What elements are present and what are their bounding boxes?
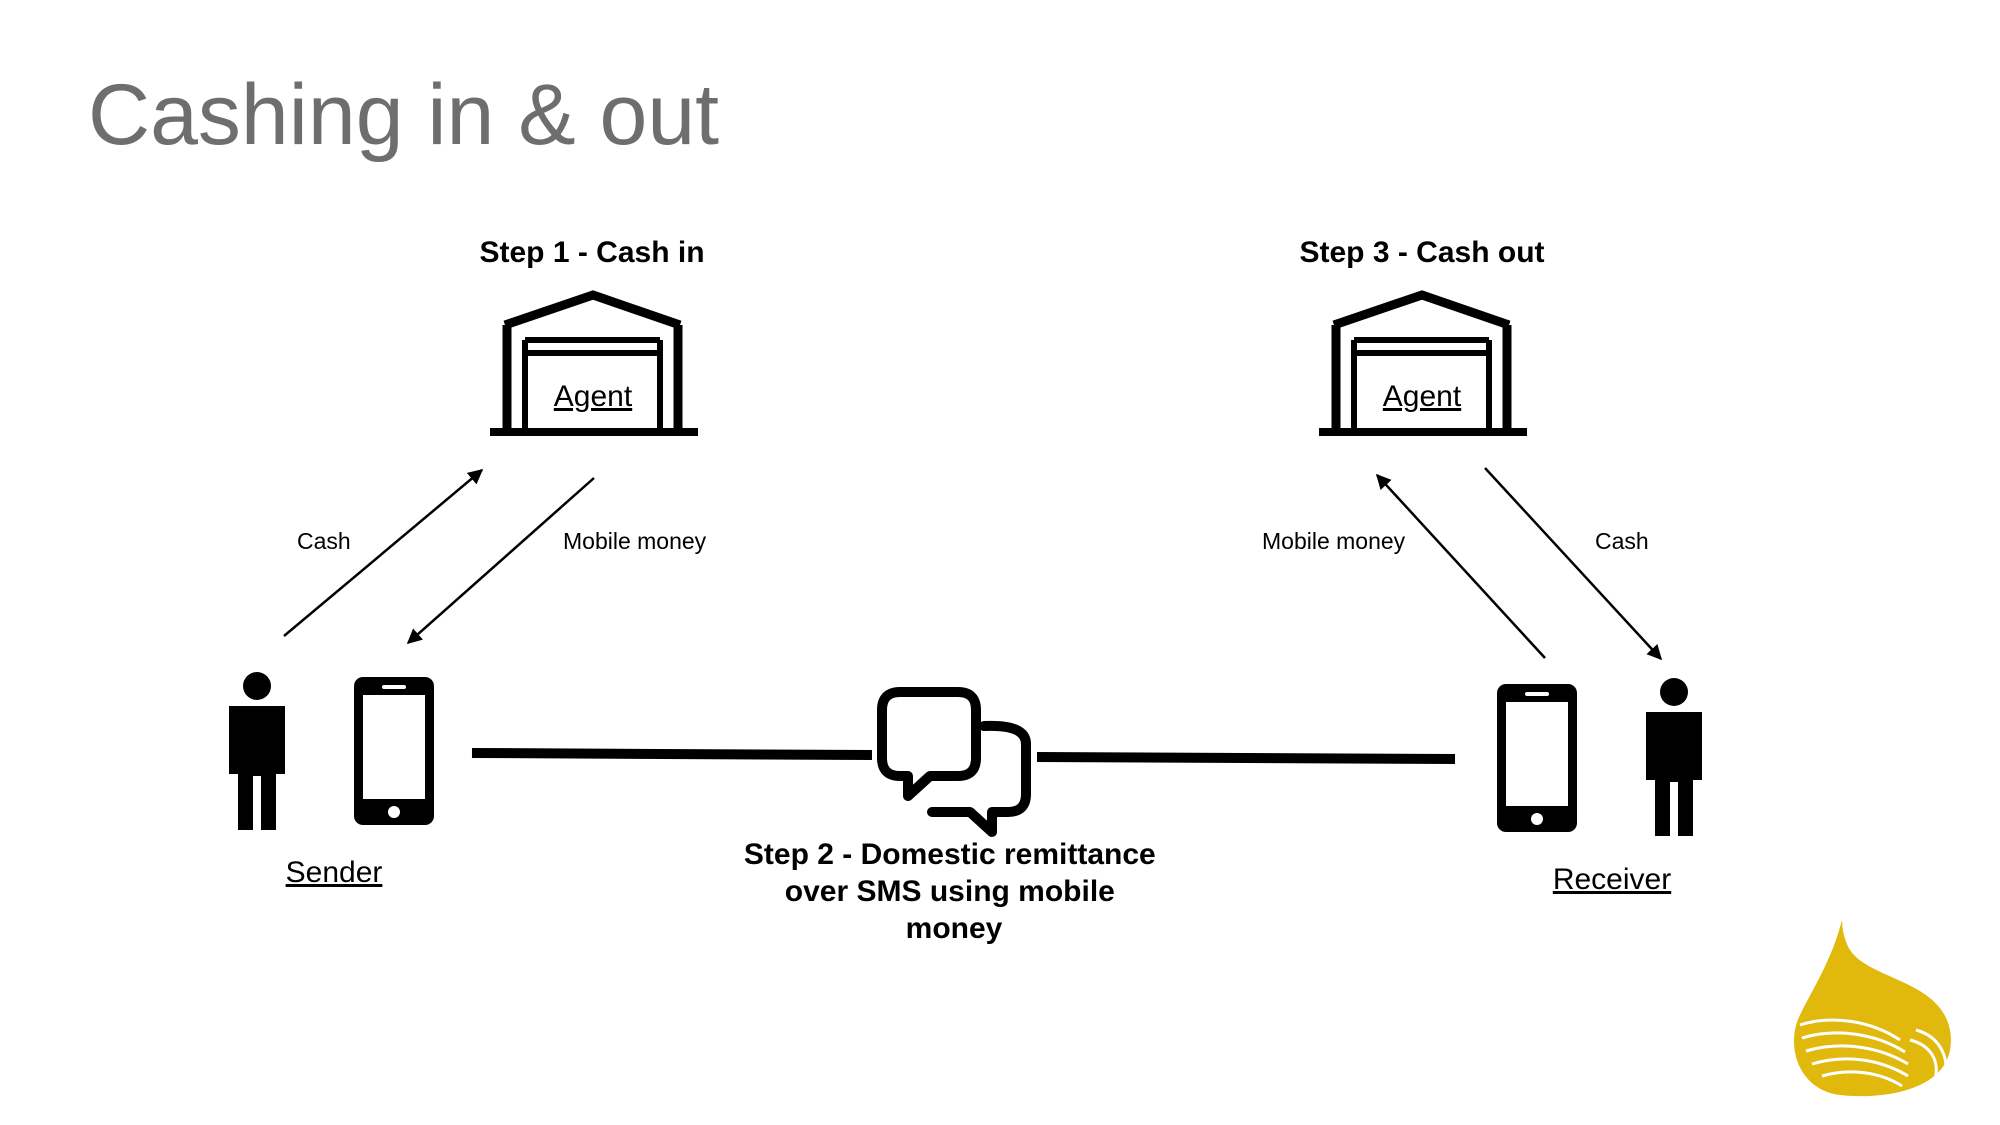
logo xyxy=(1793,920,1951,1097)
cash-label-step3: Cash xyxy=(1595,528,1649,554)
arrow-cash-to-agent1 xyxy=(283,469,484,637)
sender-label: Sender xyxy=(286,856,383,889)
sender-person-icon xyxy=(229,672,285,830)
receiver-label: Receiver xyxy=(1553,863,1671,896)
agent1-label: Agent xyxy=(554,380,633,413)
arrow-cash-to-receiver xyxy=(1484,467,1663,661)
sender-phone-icon xyxy=(354,677,434,825)
step2-line3: money xyxy=(906,912,1003,945)
page-title: Cashing in & out xyxy=(88,67,720,163)
mobile-money-label-step1: Mobile money xyxy=(563,528,707,554)
agent-building-icon xyxy=(1319,290,1527,436)
agent3-label: Agent xyxy=(1383,380,1462,413)
mobile-money-label-step3: Mobile money xyxy=(1262,528,1406,554)
arrow-money-to-agent3 xyxy=(1375,473,1546,659)
agent-building-icon xyxy=(490,290,698,436)
step2-line1: Step 2 - Domestic remittance xyxy=(744,838,1156,871)
step2-label: Step 2 - Domestic remittance over SMS us… xyxy=(744,838,1164,945)
receiver-person-icon xyxy=(1646,678,1702,836)
cash-label-step1: Cash xyxy=(297,528,351,554)
arrow-money-to-sender xyxy=(406,477,595,644)
sms-line-left xyxy=(471,748,873,760)
step1-label: Step 1 - Cash in xyxy=(479,236,704,269)
sms-line-right xyxy=(1036,752,1456,764)
receiver-phone-icon xyxy=(1497,684,1577,832)
chat-bubbles-icon xyxy=(877,687,1031,837)
step2-line2: over SMS using mobile xyxy=(785,875,1115,908)
step3-label: Step 3 - Cash out xyxy=(1299,236,1544,269)
